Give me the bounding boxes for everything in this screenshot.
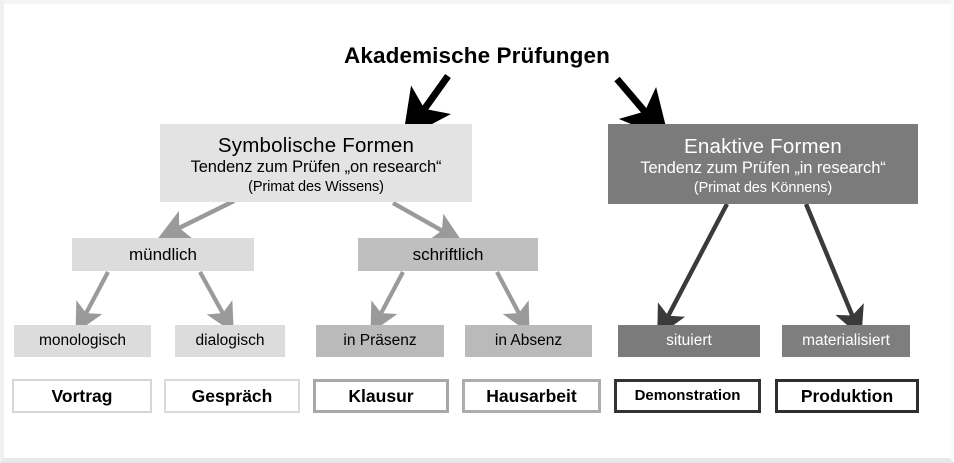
demonstration-label: Demonstration (634, 387, 741, 405)
enaktive-formen-heading: Enaktive Formen (684, 134, 842, 158)
arrow-title-to-symbolic (402, 73, 451, 140)
node-situiert[interactable]: situiert (618, 325, 760, 357)
arrow-muendlich-to-monologisch (75, 271, 110, 334)
node-symbolische-formen[interactable]: Symbolische Formen Tendenz zum Prüfen „o… (160, 124, 472, 202)
symbolische-formen-heading: Symbolische Formen (217, 133, 415, 157)
arrow-schriftlich-to-praesenz (370, 271, 405, 334)
vortrag-label: Vortrag (51, 385, 113, 406)
node-in-praesenz[interactable]: in Präsenz (316, 325, 444, 357)
klausur-label: Klausur (348, 385, 414, 406)
arrow-enactive-to-materialisiert (803, 203, 864, 338)
hausarbeit-label: Hausarbeit (486, 385, 577, 406)
muendlich-label: mündlich (128, 244, 198, 264)
symbolische-formen-subtitle: Tendenz zum Prüfen „on research“ (190, 158, 442, 177)
node-produktion[interactable]: Produktion (775, 379, 919, 413)
node-enaktive-formen[interactable]: Enaktive Formen Tendenz zum Prüfen „in r… (608, 124, 918, 204)
dialogisch-label: dialogisch (195, 332, 265, 350)
symbolische-formen-note: (Primat des Wissens) (248, 178, 384, 195)
node-demonstration[interactable]: Demonstration (614, 379, 761, 413)
materialisiert-label: materialisiert (802, 332, 890, 350)
node-in-absenz[interactable]: in Absenz (465, 325, 592, 357)
node-monologisch[interactable]: monologisch (14, 325, 151, 357)
node-gespraech[interactable]: Gespräch (164, 379, 300, 413)
enaktive-formen-note: (Primat des Könnens) (693, 179, 833, 196)
arrow-enactive-to-situiert (657, 202, 729, 337)
schriftlich-label: schriftlich (412, 244, 484, 264)
node-muendlich[interactable]: mündlich (72, 238, 254, 271)
diagram-title: Akademische Prüfungen (344, 43, 610, 68)
in-absenz-label: in Absenz (494, 332, 563, 350)
gespraech-label: Gespräch (191, 385, 273, 406)
monologisch-label: monologisch (38, 332, 127, 350)
produktion-label: Produktion (800, 385, 894, 406)
situiert-label: situiert (666, 332, 712, 350)
arrow-schriftlich-to-absenz (495, 271, 530, 334)
node-hausarbeit[interactable]: Hausarbeit (462, 379, 601, 413)
node-schriftlich[interactable]: schriftlich (358, 238, 538, 271)
node-vortrag[interactable]: Vortrag (12, 379, 152, 413)
node-dialogisch[interactable]: dialogisch (175, 325, 285, 357)
arrow-muendlich-to-dialogisch (198, 270, 234, 333)
node-klausur[interactable]: Klausur (313, 379, 449, 413)
arrow-symbolic-to-schriftlich (391, 201, 463, 243)
arrow-symbolic-to-muendlich (157, 199, 235, 239)
node-materialisiert[interactable]: materialisiert (782, 325, 910, 357)
in-praesenz-label: in Präsenz (343, 332, 417, 350)
arrow-title-to-enactive (614, 76, 670, 141)
enaktive-formen-subtitle: Tendenz zum Prüfen „in research“ (640, 159, 886, 178)
